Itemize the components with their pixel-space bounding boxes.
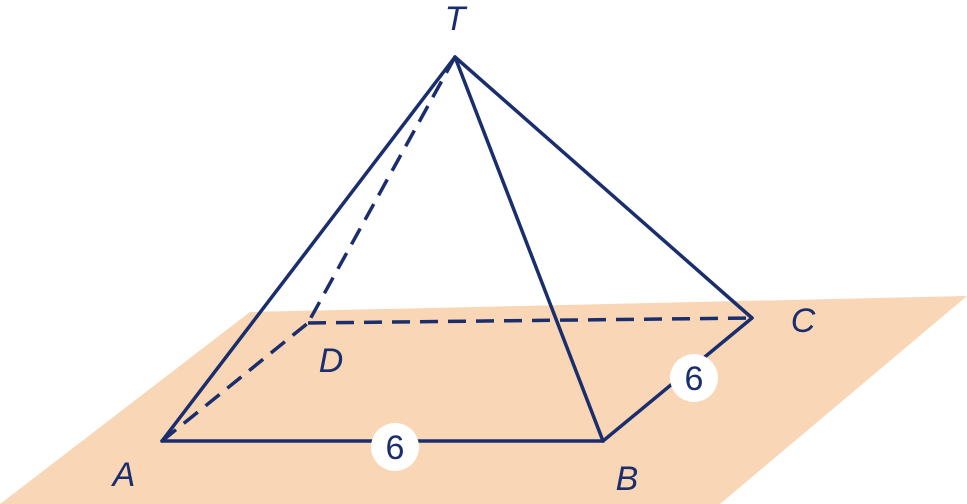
edge-AD <box>160 321 310 443</box>
edge-label-BC: 6 <box>670 354 718 402</box>
edge-label-AB: 6 <box>371 423 419 471</box>
edge-DC <box>307 316 753 325</box>
edge-TC <box>453 55 754 320</box>
edge-TB <box>453 55 605 443</box>
edge-TA <box>160 55 457 443</box>
edge-TD <box>306 56 457 324</box>
vertex-label-C: C <box>791 302 816 340</box>
edge-label-BC-background <box>670 354 718 402</box>
edge-label-AB-background <box>371 423 419 471</box>
vertex-label-A: A <box>111 456 136 494</box>
vertex-label-D: D <box>319 342 344 380</box>
edge-label-BC-text: 6 <box>685 360 704 398</box>
base-plane <box>0 296 967 504</box>
edge-label-AB-text: 6 <box>386 429 405 467</box>
vertex-label-B: B <box>616 460 639 498</box>
vertex-label-T: T <box>445 0 468 38</box>
